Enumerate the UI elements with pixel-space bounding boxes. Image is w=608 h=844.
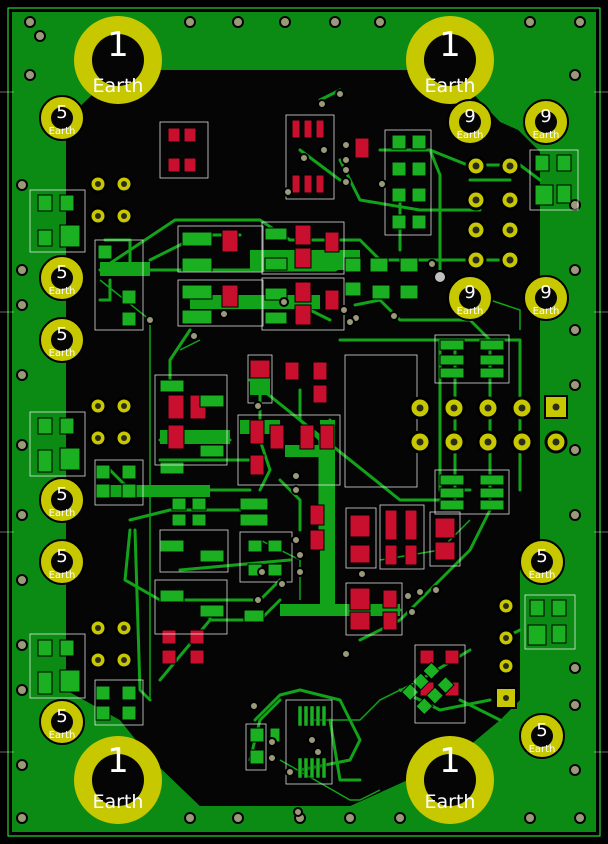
mount9-c-number: 9 <box>464 282 475 303</box>
green-pads <box>37 134 572 765</box>
earth-2-label: Earth <box>425 75 476 97</box>
mount-9-holes <box>447 99 569 321</box>
diagonal-component <box>401 661 455 716</box>
large-via <box>433 270 447 284</box>
mount5-c-label: Earth <box>49 348 76 359</box>
mount5-b-label: Earth <box>49 286 76 297</box>
mount5-b-number: 5 <box>56 262 67 283</box>
mount5-h-label: Earth <box>529 744 556 755</box>
earth-4-number: 1 <box>439 741 461 781</box>
fine-pitch-ic <box>297 705 327 779</box>
interior-vias <box>145 89 441 817</box>
earth-3-number: 1 <box>107 741 129 781</box>
mount9-a-number: 9 <box>464 106 475 127</box>
mount5-f-label: Earth <box>49 730 76 741</box>
earth-1-label: Earth <box>93 75 144 97</box>
mount9-b-label: Earth <box>533 130 560 141</box>
earth-4-label: Earth <box>425 791 476 813</box>
earth-2-number: 1 <box>439 25 461 65</box>
mount-5-holes <box>39 95 565 759</box>
earth-3-label: Earth <box>93 791 144 813</box>
mount5-d-label: Earth <box>49 508 76 519</box>
mount5-g-label: Earth <box>529 570 556 581</box>
mount5-e-label: Earth <box>49 570 76 581</box>
mount5-c-number: 5 <box>56 324 67 345</box>
mount9-d-label: Earth <box>533 306 560 317</box>
mount9-a-label: Earth <box>457 130 484 141</box>
board-outline <box>7 7 601 837</box>
earth-mounting-holes <box>74 16 494 824</box>
component-outlines <box>29 114 579 785</box>
guide-lines <box>0 91 608 753</box>
mount5-d-number: 5 <box>56 484 67 505</box>
mount5-a-label: Earth <box>49 126 76 137</box>
mount5-g-number: 5 <box>536 546 547 567</box>
mount9-b-number: 9 <box>540 106 551 127</box>
mount9-c-label: Earth <box>457 306 484 317</box>
pad-holes <box>95 162 560 701</box>
mount5-f-number: 5 <box>56 706 67 727</box>
mount5-h-number: 5 <box>536 720 547 741</box>
mount5-a-number: 5 <box>56 102 67 123</box>
mount5-e-number: 5 <box>56 546 67 567</box>
earth-1-number: 1 <box>107 25 129 65</box>
mount9-d-number: 9 <box>540 282 551 303</box>
edge-vias <box>16 16 586 824</box>
